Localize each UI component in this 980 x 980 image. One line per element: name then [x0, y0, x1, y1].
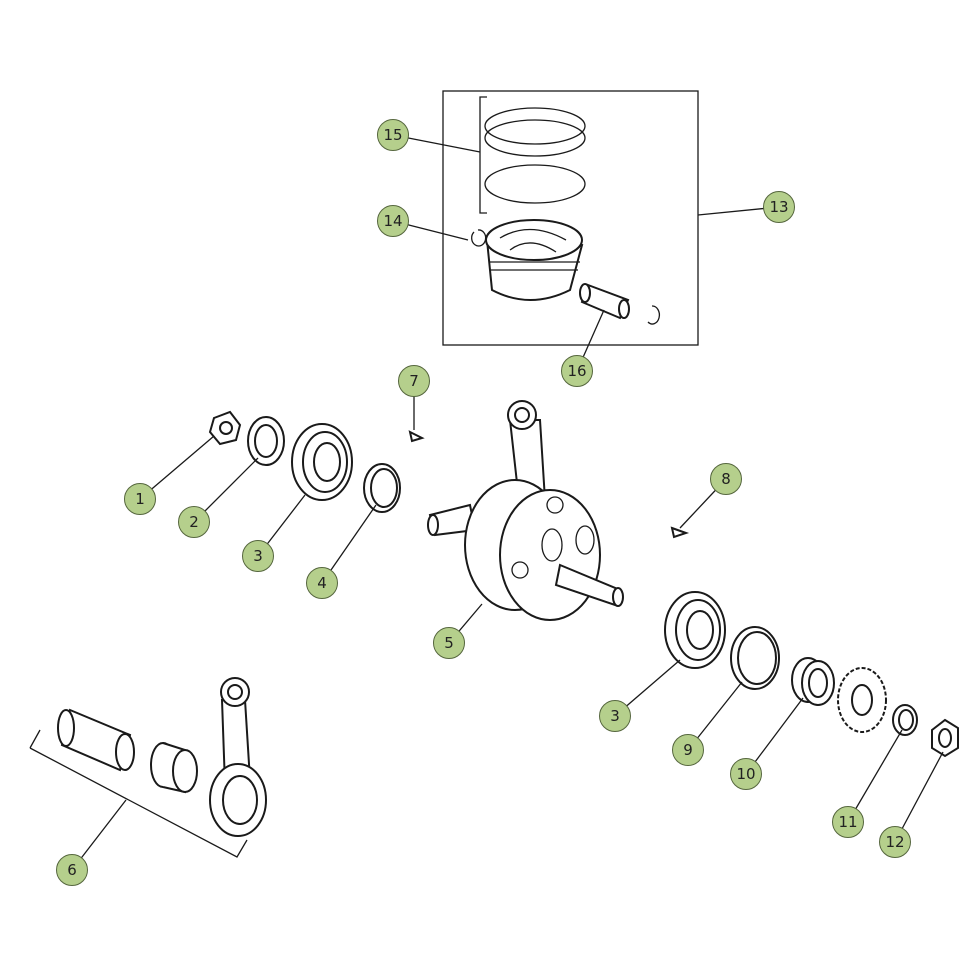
callout-5[interactable]: 5 [433, 627, 465, 659]
piston-kit-frame [442, 90, 699, 346]
ball-bearing [291, 423, 353, 501]
ball-bearing [664, 591, 726, 669]
woodruff-key [670, 526, 690, 539]
crank-pin [57, 708, 135, 772]
circlip-right [647, 305, 661, 325]
nut [931, 718, 959, 758]
callout-12[interactable]: 12 [879, 826, 911, 858]
nut [208, 410, 242, 446]
callout-7[interactable]: 7 [398, 365, 430, 397]
callout-8[interactable]: 8 [710, 463, 742, 495]
callout-3-right[interactable]: 3 [599, 700, 631, 732]
gear [837, 667, 887, 733]
woodruff-key [408, 430, 425, 443]
callout-6[interactable]: 6 [56, 854, 88, 886]
callout-3[interactable]: 3 [242, 540, 274, 572]
callout-11[interactable]: 11 [832, 806, 864, 838]
piston [485, 219, 584, 301]
piston-pin [579, 283, 630, 320]
washer [892, 704, 918, 736]
callout-14[interactable]: 14 [377, 205, 409, 237]
callout-9[interactable]: 9 [672, 734, 704, 766]
spacer-ring [730, 626, 780, 690]
callout-10[interactable]: 10 [730, 758, 762, 790]
crankshaft [427, 400, 624, 621]
callout-16[interactable]: 16 [561, 355, 593, 387]
conrod-kit-bracket [29, 729, 248, 858]
callout-4[interactable]: 4 [306, 567, 338, 599]
callout-1[interactable]: 1 [124, 483, 156, 515]
piston-rings [484, 107, 586, 204]
callout-2[interactable]: 2 [178, 506, 210, 538]
circlip-left [471, 229, 487, 247]
callout-15[interactable]: 15 [377, 119, 409, 151]
shaft-seal [247, 416, 285, 466]
connecting-rod [209, 677, 267, 837]
bushing [791, 657, 835, 706]
spacer-ring [363, 463, 401, 513]
callout-13[interactable]: 13 [763, 191, 795, 223]
rings-bracket [479, 96, 487, 214]
needle-bearing [150, 742, 198, 794]
